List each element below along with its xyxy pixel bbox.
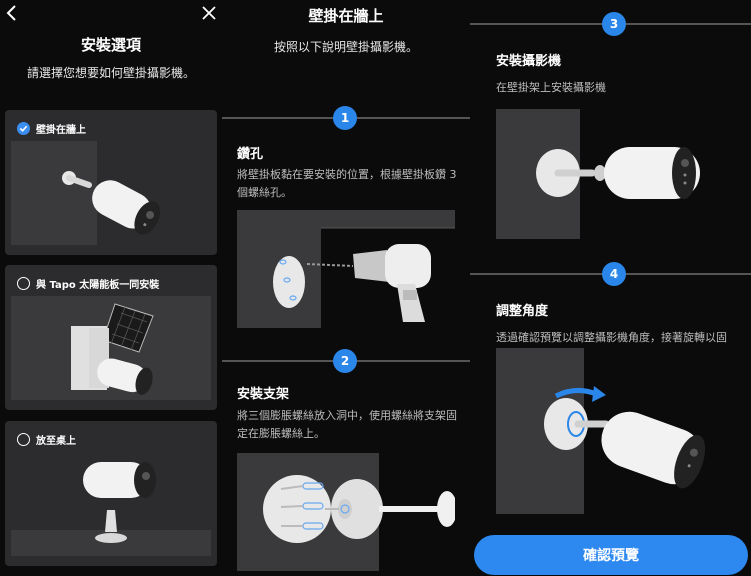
- check-icon: [19, 125, 28, 132]
- page-subtitle: 按照以下說明壁掛攝影機。: [273, 40, 418, 54]
- page-subtitle: 請選擇您想要如何壁掛攝影機。: [26, 66, 195, 80]
- step-number-badge: 2: [333, 349, 357, 373]
- wall-mount-guide-continued: 3 安裝攝影機 在壁掛架上安裝攝影機 4 調整角度 透過確認預覽以調整攝影機角度…: [470, 0, 751, 576]
- option-label: 壁掛在牆上: [36, 125, 86, 136]
- adjust-angle-illustration: [496, 348, 736, 514]
- back-button[interactable]: [1, 2, 23, 24]
- option-header: 放至桌上: [17, 432, 76, 447]
- step-description: 將壁掛板黏在要安裝的位置，根據壁掛板鑽 3 個螺絲孔。: [237, 168, 457, 199]
- option-solar-panel[interactable]: 與 Tapo 太陽能板一同安裝: [5, 265, 217, 410]
- option-wall-mount[interactable]: 壁掛在牆上: [5, 110, 217, 255]
- solar-panel-image: [11, 296, 211, 400]
- option-label: 與 Tapo 太陽能板一同安裝: [36, 280, 160, 291]
- confirm-preview-button[interactable]: 確認預覽: [474, 535, 748, 575]
- wall-mount-guide-screen: 壁掛在牆上 按照以下說明壁掛攝影機。 1 鑽孔 將壁掛板黏在要安裝的位置，根據壁…: [222, 0, 470, 576]
- step-number-badge: 1: [333, 106, 357, 130]
- step-number-badge: 3: [602, 12, 626, 36]
- option-label: 放至桌上: [36, 436, 76, 447]
- step-description: 在壁掛架上安裝攝影機: [496, 81, 606, 94]
- bracket-illustration: [237, 453, 455, 571]
- wall-mount-image: [11, 141, 211, 245]
- step-description: 將三個膨脹螺絲放入洞中，使用螺絲將支架固定在膨脹螺絲上。: [237, 409, 457, 440]
- step-title: 安裝支架: [237, 387, 290, 402]
- install-options-screen: 安裝選項 請選擇您想要如何壁掛攝影機。 壁掛在牆上: [0, 0, 222, 576]
- step-number-badge: 4: [602, 262, 626, 286]
- step-title: 鑽孔: [237, 147, 264, 162]
- close-button[interactable]: [198, 2, 220, 24]
- page-title: 安裝選項: [80, 36, 141, 54]
- option-desk[interactable]: 放至桌上: [5, 421, 217, 566]
- option-header: 與 Tapo 太陽能板一同安裝: [17, 276, 159, 291]
- step-title: 調整角度: [496, 304, 549, 319]
- page-title: 壁掛在牆上: [308, 7, 384, 25]
- close-icon: [202, 6, 216, 20]
- drill-illustration: [237, 210, 455, 328]
- radio-unchecked[interactable]: [17, 277, 30, 290]
- option-header: 壁掛在牆上: [17, 121, 86, 136]
- radio-unchecked[interactable]: [17, 433, 30, 446]
- step-title: 安裝攝影機: [496, 54, 562, 69]
- chevron-left-icon: [6, 5, 16, 21]
- desk-image: [11, 452, 211, 566]
- radio-checked[interactable]: [17, 122, 30, 135]
- mount-camera-illustration: [496, 109, 736, 239]
